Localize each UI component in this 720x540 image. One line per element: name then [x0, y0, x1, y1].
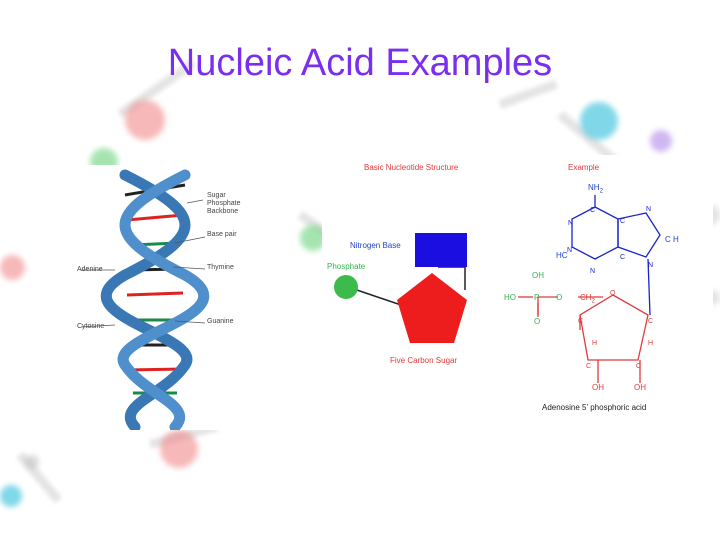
svg-text:N: N	[568, 220, 573, 227]
svg-text:N: N	[646, 206, 651, 213]
base-pair-label: Base pair	[207, 231, 237, 238]
o-label: O	[556, 293, 563, 302]
nucleotide-structure-figure: Basic Nucleotide Structure Nitrogen Base…	[322, 155, 527, 370]
svg-text:N: N	[590, 268, 595, 275]
svg-text:H: H	[648, 340, 653, 347]
svg-text:C: C	[590, 207, 595, 214]
example-heading: Example	[568, 163, 600, 172]
thymine-label: Thymine	[207, 264, 234, 271]
oh-left-label: OH	[592, 383, 604, 392]
cytosine-label: Cytosine	[77, 323, 105, 330]
svg-text:C: C	[620, 254, 625, 261]
example-caption: Adenosine 5' phosphoric acid	[542, 403, 647, 412]
hc-label: HC	[556, 251, 568, 260]
ch-label: C H	[665, 235, 679, 244]
adenine-label: Adenine	[77, 266, 103, 273]
dna-helix-illustration	[80, 169, 210, 433]
oh-top-label: OH	[532, 271, 544, 280]
o-bottom-label: O	[534, 317, 541, 326]
nh2-label: NH2	[588, 183, 603, 195]
svg-text:O: O	[610, 290, 616, 297]
svg-text:C: C	[620, 218, 625, 225]
svg-text:H: H	[592, 340, 597, 347]
svg-text:N: N	[567, 247, 572, 254]
svg-text:C: C	[636, 363, 641, 370]
oh-right-label: OH	[634, 383, 646, 392]
phosphate-label: Phosphate	[327, 262, 366, 271]
svg-text:C: C	[648, 318, 653, 325]
adenosine-example-figure: Example N C N N C N C N	[498, 155, 713, 417]
svg-text:C: C	[578, 318, 583, 325]
svg-text:N: N	[648, 262, 653, 269]
adenosine-structure: N C N N C N C N O C C C C H H	[518, 195, 661, 383]
svg-text:C: C	[586, 363, 591, 370]
backbone-label: Sugar Phosphate Backbone	[207, 192, 241, 215]
guanine-label: Guanine	[207, 318, 234, 325]
p-label: P	[534, 293, 540, 302]
ho-label: HO	[504, 293, 516, 302]
dna-helix-figure: Sugar Phosphate Backbone Base pair Adeni…	[75, 165, 290, 433]
nucleotide-heading: Basic Nucleotide Structure	[364, 163, 459, 172]
nitrogen-base-label: Nitrogen Base	[350, 241, 401, 250]
ch2-label: CH2	[580, 293, 595, 305]
five-carbon-sugar-label: Five Carbon Sugar	[390, 356, 458, 365]
slide-title: Nucleic Acid Examples	[167, 42, 553, 84]
nucleotide-diagram	[334, 233, 467, 343]
